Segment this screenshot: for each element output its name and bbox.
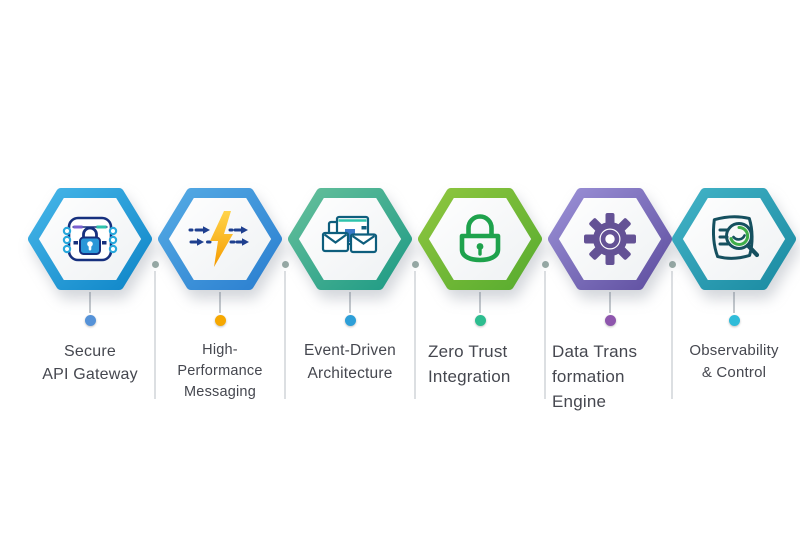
feature-label: Event-Driven Architecture <box>280 340 420 385</box>
connector-dot <box>84 315 96 326</box>
feature-label: High- Performance Messaging <box>150 340 290 403</box>
hexagon-frame <box>418 188 542 290</box>
connector-stem <box>219 292 221 313</box>
hexagon-frame <box>672 188 796 290</box>
connector-dot <box>474 315 486 326</box>
hexagon-frame <box>28 188 152 290</box>
feature-observability-control: Observability & Control <box>664 186 800 384</box>
label-line: formation <box>552 366 625 386</box>
connector-dot <box>214 315 226 326</box>
gear-icon <box>584 213 636 265</box>
divider <box>541 261 549 399</box>
magnifier-report-icon <box>711 215 760 260</box>
label-line: Architecture <box>307 364 393 382</box>
label-line: Integration <box>428 366 511 386</box>
divider <box>411 261 419 399</box>
divider-line <box>284 271 286 399</box>
chip-lock-icon <box>62 216 118 262</box>
divider-line <box>544 271 546 399</box>
divider <box>151 261 159 399</box>
connector-stem <box>349 292 351 313</box>
label-line: Observability <box>689 342 779 359</box>
feature-label: Data Trans formation Engine <box>540 340 680 414</box>
connector-stem <box>733 292 735 313</box>
feature-zero-trust-integration: Zero Trust Integration <box>410 186 550 390</box>
divider-dot-icon <box>541 261 549 268</box>
divider-dot-icon <box>411 261 419 268</box>
feature-secure-api-gateway: Secure API Gateway <box>20 186 160 387</box>
label-line: Messaging <box>184 384 256 401</box>
divider-line <box>154 271 156 399</box>
divider <box>281 261 289 399</box>
label-line: Zero Trust <box>428 342 508 361</box>
label-line: & Control <box>701 363 767 381</box>
feature-high-performance-messaging: High- Performance Messaging <box>150 186 290 403</box>
connector-dot <box>344 315 356 326</box>
divider-line <box>414 271 416 399</box>
connector-dot <box>604 315 616 326</box>
feature-label: Observability & Control <box>664 340 800 384</box>
label-line: Event-Driven <box>304 342 396 359</box>
connector-dot <box>728 315 740 326</box>
divider-dot-icon <box>281 261 289 268</box>
lightning-arrows-icon <box>188 211 249 267</box>
connector-stem <box>89 292 91 313</box>
hexagon-frame <box>548 188 672 290</box>
label-line: API Gateway <box>42 366 138 384</box>
feature-label: Zero Trust Integration <box>410 340 550 390</box>
connector-stem <box>609 292 611 313</box>
connector-stem <box>479 292 481 313</box>
divider-dot-icon <box>668 261 676 268</box>
label-line: Secure <box>64 343 116 360</box>
padlock-icon <box>459 214 501 263</box>
label-line: Performance <box>177 363 263 380</box>
feature-data-transformation-engine: Data Trans formation Engine <box>540 186 680 414</box>
hexagon-frame <box>158 188 282 290</box>
label-line: High- <box>202 342 238 358</box>
feature-label: Secure API Gateway <box>20 340 160 387</box>
label-line: Engine <box>552 391 607 411</box>
feature-event-driven-architecture: Event-Driven Architecture <box>280 186 420 385</box>
message-windows-icon <box>321 215 378 254</box>
divider <box>668 261 676 399</box>
label-line: Data Trans <box>552 342 638 361</box>
divider-line <box>671 271 673 399</box>
hexagon-frame <box>288 188 412 290</box>
divider-dot-icon <box>151 261 159 268</box>
